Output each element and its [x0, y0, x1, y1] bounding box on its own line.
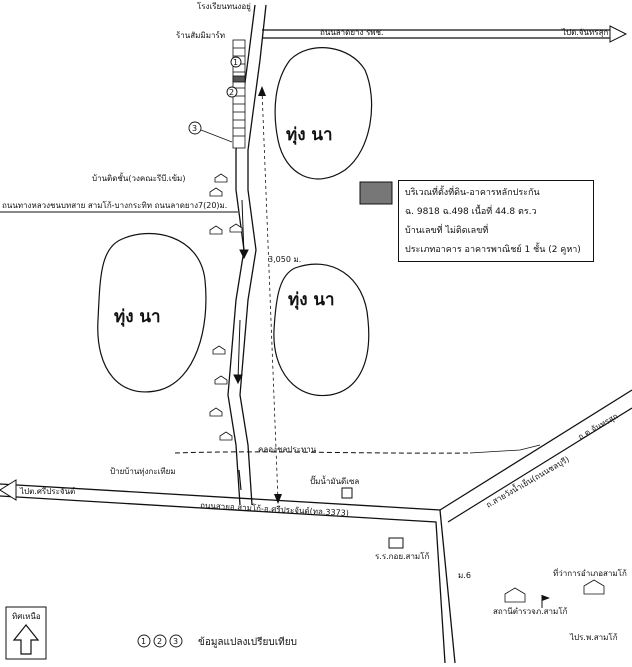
arrow-east-north — [609, 25, 628, 43]
school-label: โรงเรียนทนงอยู่ — [197, 1, 251, 12]
pump-icon — [341, 487, 353, 499]
north-arrow: ทิศเหนือ — [5, 606, 47, 660]
info-line-2: ฉ. 9818 ฉ.498 เนื้อที่ 44.8 ตร.ว — [405, 207, 537, 217]
legend-marker-2: 2 — [157, 637, 162, 646]
marker-3-icon — [188, 121, 202, 135]
legend-marker-3-icon — [169, 634, 183, 648]
marker-3: 3 — [192, 124, 197, 133]
shop-label: ร้านสัมมิมาร์ท — [176, 30, 225, 40]
marker-2: 2 — [229, 88, 234, 97]
canal-line-east — [469, 444, 541, 454]
road-north-east — [262, 29, 610, 39]
rice-field-label-north: ทุ่ง นา — [286, 125, 333, 145]
marker-2-icon — [226, 86, 238, 98]
rice-field-label-west: ทุ่ง นา — [114, 307, 161, 327]
sign-post-icon — [238, 469, 242, 491]
district-office-label: ที่ว่าการอำเภอสามโก้ — [553, 567, 627, 578]
road-east-diagonal — [439, 389, 632, 523]
flag-cloth-icon — [542, 595, 550, 601]
legend-marker-2-icon — [153, 634, 167, 648]
north-label: ทิศเหนือ — [12, 612, 41, 621]
rice-field-label-east: ทุ่ง นา — [288, 290, 335, 310]
distance-label: 3,050 ม. — [268, 255, 301, 264]
sign-label: ป้ายบ้านทุ่งกะเทียม — [110, 467, 176, 476]
info-line-1: บริเวณที่ตั้งที่ดิน-อาคารหลักประกัน — [405, 188, 540, 198]
direction-arrows — [233, 199, 249, 385]
marker-1: 1 — [233, 58, 238, 67]
canal-right-label: ถ.ต.จันทรสุก — [577, 412, 620, 442]
marker-3-leader — [200, 129, 233, 143]
school-icon — [388, 537, 404, 549]
to-southeast-label: ไปร.พ.สามโก้ — [569, 632, 618, 642]
road-east-diagonal-label: ถ.สายวังน้ำเย็น(ถนนชลบุรี) — [484, 453, 571, 510]
road-main-east-west — [0, 483, 456, 664]
canal-label: คลองชลประทาน — [258, 445, 317, 454]
distance-line — [261, 89, 279, 501]
road-label-west: ถนนทางหลวงชนบทสาย สามโก้-บางกระทิท ถนนลา… — [2, 200, 227, 210]
info-line-3: บ้านเลขที่ ไม่ติดเลขที่ — [405, 226, 489, 236]
arrow-west — [0, 479, 17, 501]
canal-line — [174, 451, 471, 454]
legend-marker-1-icon — [137, 634, 151, 648]
mo6-label: ม.6 — [458, 571, 471, 580]
pump-label: ปั๊มน้ำมันดีเซล — [310, 475, 359, 486]
subject-property-marker — [359, 181, 393, 205]
legend-marker-3: 3 — [173, 637, 178, 646]
to-east-north-label: ไปต.จันทรสุก — [561, 28, 608, 37]
rice-field-west — [97, 232, 207, 393]
north-arrow-icon — [12, 624, 40, 655]
rice-field-east — [273, 263, 370, 397]
legend-marker-1: 1 — [141, 637, 146, 646]
road-label-north-east: ถนนลาดยาง รพช. — [320, 28, 384, 37]
buildings — [209, 173, 605, 603]
info-line-4: ประเภทอาคาร อาคารพาณิชย์ 1 ชั้น (2 คูหา) — [405, 245, 581, 255]
rice-field-north — [274, 47, 373, 180]
police-label: สถานีตำรวจภ.สามโก้ — [493, 606, 568, 616]
to-west-label: ไปต.ศรีประจันต์ — [19, 486, 75, 496]
distance-arrow-top — [258, 86, 266, 96]
legend-text: ข้อมูลแปลงเปรียบเทียบ — [198, 636, 297, 648]
marker-1-icon — [230, 56, 242, 68]
distance-arrow-bottom — [274, 494, 282, 504]
info-box: บริเวณที่ตั้งที่ดิน-อาคารหลักประกัน ฉ. 9… — [398, 180, 594, 262]
school2-label: ร.ร.กอย.สามโก้ — [375, 551, 430, 561]
house-label: บ้านติดชั้น(วงคณะรีบี.เข้ม) — [92, 172, 185, 183]
